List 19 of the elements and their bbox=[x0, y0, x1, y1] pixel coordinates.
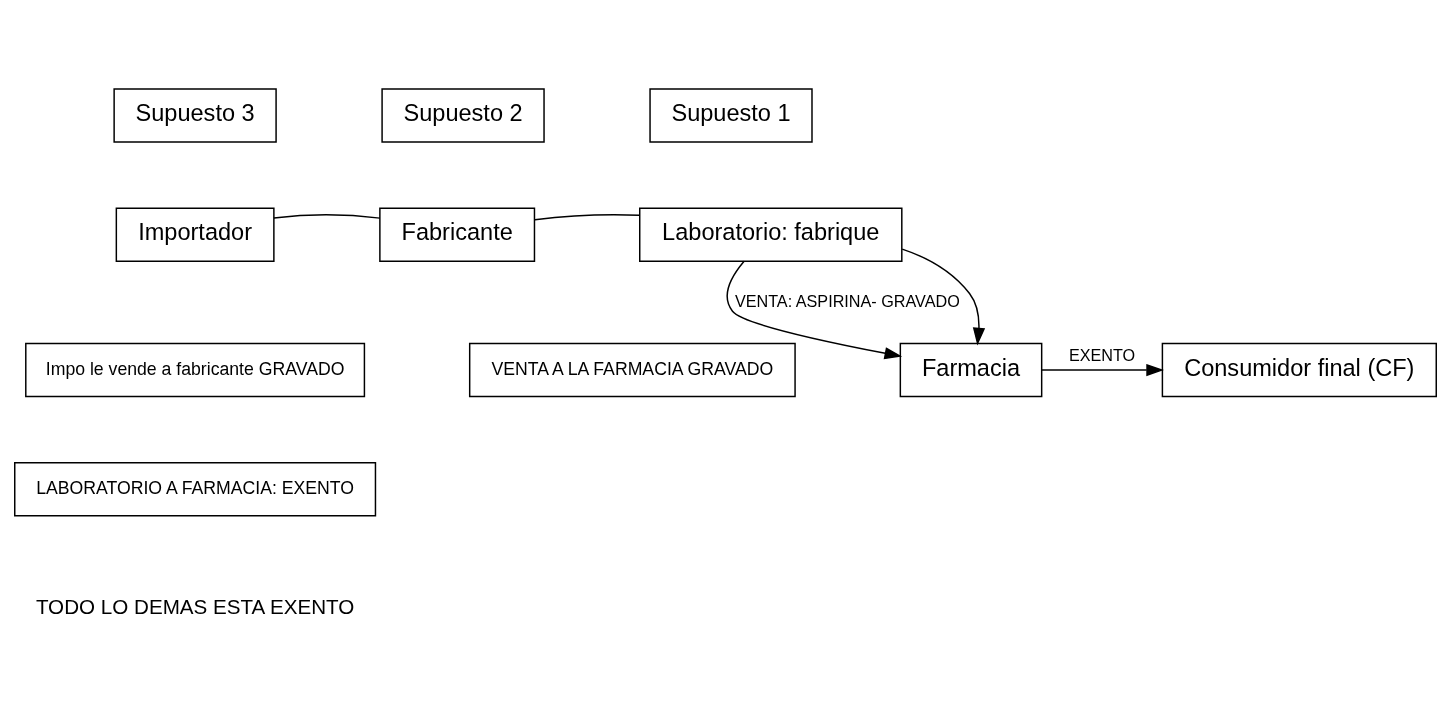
node-box: Fabricante bbox=[379, 207, 536, 262]
node-box: LABORATORIO A FARMACIA: EXENTO bbox=[14, 462, 377, 517]
arrow bbox=[1041, 363, 1164, 377]
edge-label: EXENTO bbox=[1068, 345, 1136, 364]
arrow bbox=[901, 248, 986, 346]
connector bbox=[534, 214, 641, 221]
node-box: Importador bbox=[115, 207, 275, 262]
node-box: Supuesto 2 bbox=[381, 88, 545, 143]
node-box: Laboratorio: fabrique bbox=[639, 207, 903, 262]
label: TODO LO DEMAS ESTA EXENTO bbox=[35, 595, 355, 619]
node-box: Consumidor final (CF) bbox=[1161, 342, 1437, 398]
node-box: Supuesto 3 bbox=[113, 88, 277, 143]
node-box: Supuesto 1 bbox=[649, 88, 813, 143]
node-box: VENTA A LA FARMACIA GRAVADO bbox=[468, 342, 796, 398]
arrow bbox=[726, 260, 903, 360]
node-box: Farmacia bbox=[899, 342, 1043, 398]
connector bbox=[273, 214, 381, 219]
edge-label: VENTA: ASPIRINA- GRAVADO bbox=[734, 291, 960, 310]
node-box: Impo le vende a fabricante GRAVADO bbox=[25, 342, 366, 398]
